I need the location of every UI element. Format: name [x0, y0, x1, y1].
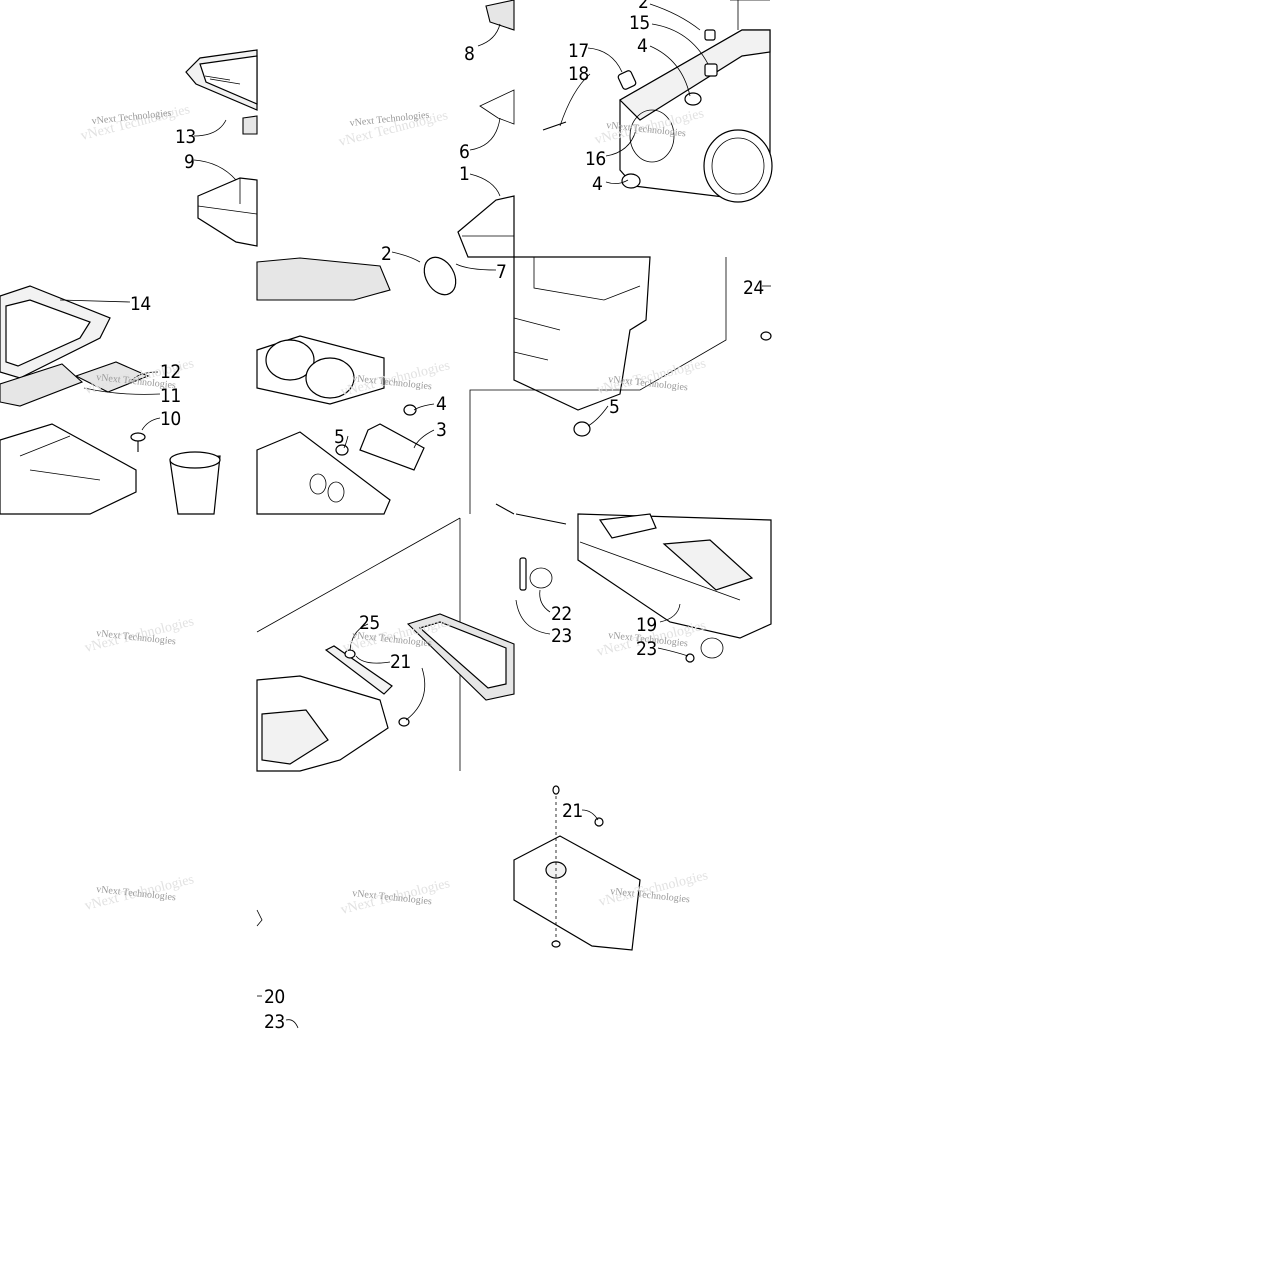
leader-line-box: [469, 257, 727, 514]
callout-10: 10: [160, 408, 181, 430]
callout-11: 11: [160, 385, 181, 407]
screw-part-4-c: [403, 404, 417, 416]
callout-4-c: 4: [436, 393, 446, 415]
callout-18: 18: [568, 63, 589, 85]
nut-part-21-b: [594, 817, 604, 827]
callout-3: 3: [436, 419, 446, 441]
plug-part-4-b: [621, 173, 641, 189]
callout-6: 6: [459, 141, 469, 163]
foam-block: [256, 257, 391, 301]
callout-21-b: 21: [562, 800, 583, 822]
callout-23-b: 23: [636, 638, 657, 660]
gasket-part-3: [359, 423, 425, 471]
callout-5-a: 5: [334, 426, 344, 448]
fastener-part-17: [617, 70, 637, 90]
callout-23-c: 23: [264, 1011, 285, 1033]
airbox-lower: [256, 431, 391, 515]
fragment-left: [256, 909, 263, 927]
foam-part-12: [74, 361, 150, 393]
foam-part-8: [485, 0, 515, 31]
callout-7: 7: [496, 261, 506, 283]
leader-lines: [59, 3, 771, 1029]
bolt-part-24: [760, 331, 772, 341]
callout-25: 25: [359, 612, 380, 634]
base-tray: [0, 423, 137, 515]
fastener-part-15: [704, 29, 718, 77]
callout-19: 19: [636, 614, 657, 636]
airbox-part-1: [457, 195, 515, 258]
callout-2-top: 2: [638, 0, 648, 13]
screw-part-18: [542, 121, 567, 131]
callout-1: 1: [459, 163, 469, 185]
push-pin-part-10: [130, 432, 146, 452]
callout-16: 16: [585, 148, 606, 170]
tray-part-9: [197, 115, 258, 247]
housing-assembly: [619, 0, 773, 203]
airbox-body: [513, 256, 651, 411]
callout-20: 20: [264, 986, 285, 1008]
callout-21-a: 21: [390, 651, 411, 673]
callout-4-b: 4: [592, 173, 602, 195]
callout-2-mid: 2: [381, 243, 391, 265]
callout-23-a: 23: [551, 625, 572, 647]
callout-5-b: 5: [609, 396, 619, 418]
lid-part-13: [185, 49, 258, 111]
foam-part-11: [0, 363, 84, 407]
lid-part-14: [0, 285, 111, 379]
callout-9: 9: [184, 151, 194, 173]
callout-13: 13: [175, 126, 196, 148]
plug-part-4-a: [684, 92, 702, 106]
callout-22: 22: [551, 603, 572, 625]
gasket-part-6: [479, 89, 515, 125]
console-bracket: [577, 513, 772, 639]
callout-4-a: 4: [637, 35, 647, 57]
callout-15: 15: [629, 12, 650, 34]
callout-17: 17: [568, 40, 589, 62]
callout-24: 24: [743, 277, 764, 299]
mounting-plate: [256, 335, 385, 405]
intake-duct: [169, 451, 221, 515]
grommet-part-5-a: [335, 444, 349, 456]
plug-part-23-b: [685, 637, 724, 663]
callout-14: 14: [130, 293, 151, 315]
callout-12: 12: [160, 361, 181, 383]
side-panel: [513, 785, 641, 951]
grommet-part-5-b: [573, 421, 591, 437]
fastener-left: [495, 503, 567, 525]
seal-ring: [406, 613, 515, 701]
clamp-part-2: [423, 256, 457, 296]
callout-8: 8: [464, 43, 474, 65]
callout-labels: 2 15 17 4 18 8 13 9 6 1 16 4 2 7 24 14 1…: [130, 0, 764, 1033]
bracket-part-25: [324, 645, 393, 695]
watermarks: vNext Technologies vNext Technologies vN…: [79, 102, 709, 918]
duct-outlet: [256, 675, 389, 772]
strap-part-22: [519, 557, 553, 591]
